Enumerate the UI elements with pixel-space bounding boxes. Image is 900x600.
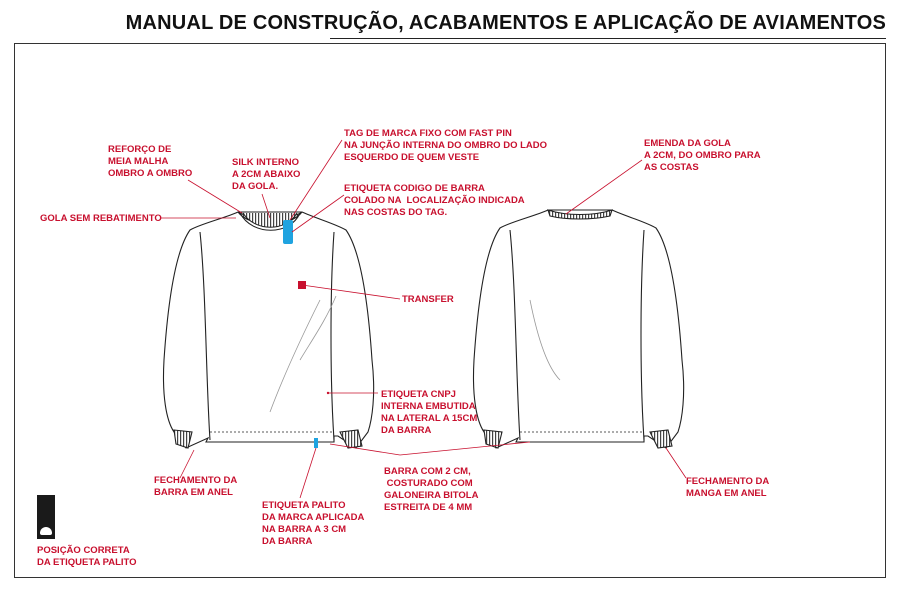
label-gola-sem-rebatimento: GOLA SEM REBATIMENTO [40,213,162,224]
palito-marker [314,438,318,448]
tag-marker [283,220,293,244]
back-sweatshirt [472,209,685,449]
label-transfer: TRANSFER [402,294,454,305]
label-fechamento-barra: FECHAMENTO DA BARRA EM ANEL [154,475,238,498]
label-reforco: REFORÇO DE MEIA MALHA OMBRO A OMBRO [108,144,193,179]
label-etiqueta-cnpj: ETIQUETA CNPJ INTERNA EMBUTIDA NA LATERA… [381,389,478,436]
label-posicao-correta: POSIÇÃO CORRETA DA ETIQUETA PALITO [37,545,137,568]
front-sweatshirt [162,211,375,449]
brand-label-icon [37,495,55,539]
page-title: MANUAL DE CONSTRUÇÃO, ACABAMENTOS E APLI… [125,12,886,34]
title-underline [330,38,886,39]
label-silk: SILK INTERNO A 2CM ABAIXO DA GOLA. [232,157,301,192]
drawing-frame [14,43,886,578]
label-etiqueta-palito: ETIQUETA PALITO DA MARCA APLICADA NA BAR… [262,500,365,547]
label-emenda-gola: EMENDA DA GOLA A 2CM, DO OMBRO PARA AS C… [644,138,761,173]
leader-lines [160,139,687,499]
label-barra: BARRA COM 2 CM, COSTURADO COM GALONEIRA … [384,466,479,513]
label-fechamento-manga: FECHAMENTO DA MANGA EM ANEL [686,476,770,499]
label-tag-marca: TAG DE MARCA FIXO COM FAST PIN NA JUNÇÃO… [344,128,548,163]
label-etiqueta-codigo-barra: ETIQUETA CODIGO DE BARRA COLADO NA LOCAL… [344,183,525,218]
